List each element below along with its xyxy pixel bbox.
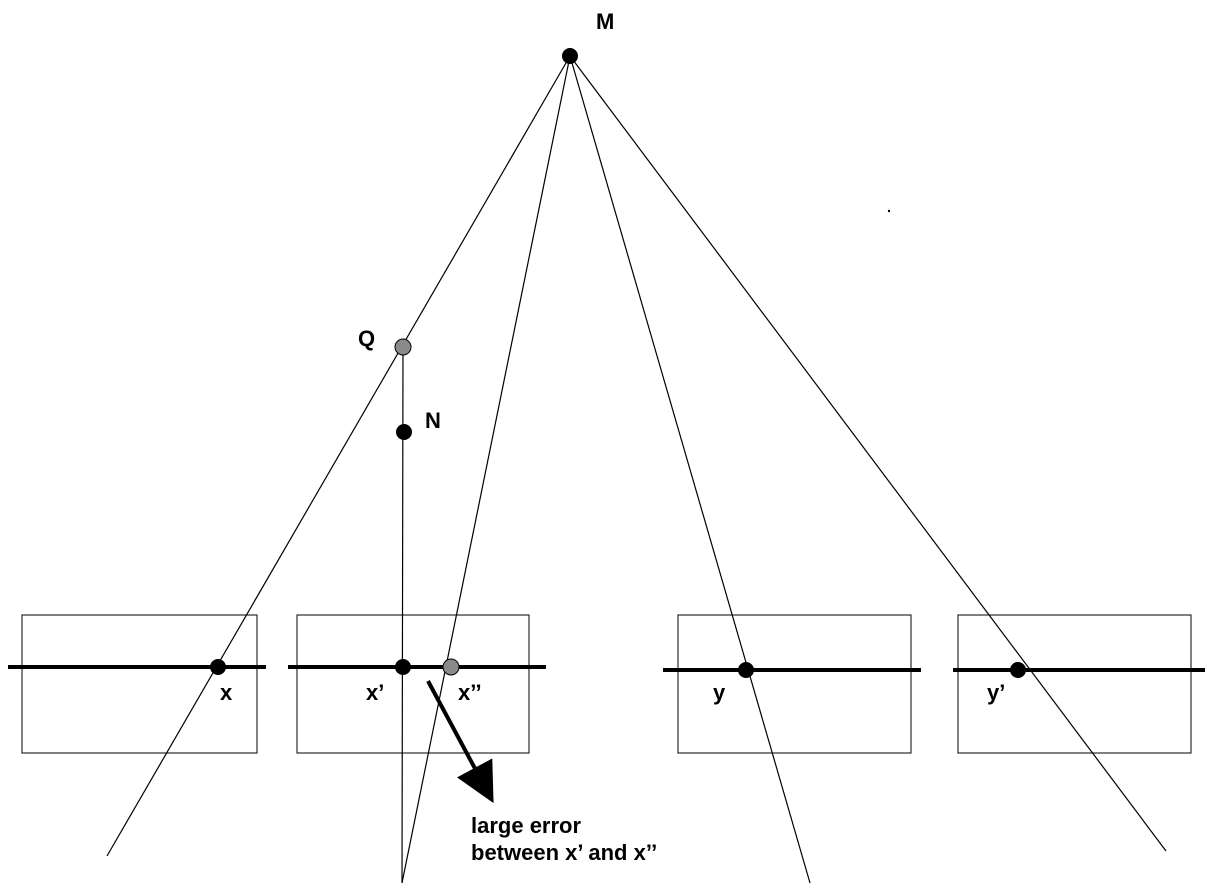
label-q: Q bbox=[358, 326, 375, 351]
ray-m-to-x-double-prime bbox=[401, 55, 571, 884]
point-n bbox=[396, 424, 412, 440]
point-m bbox=[562, 48, 578, 64]
label-y-prime: y’ bbox=[987, 680, 1005, 705]
point-y-prime bbox=[1010, 662, 1026, 678]
annotation-line-1: large error bbox=[471, 813, 581, 838]
ray-m-to-x bbox=[106, 55, 571, 857]
stray-dot bbox=[887, 209, 891, 213]
image-frame-1 bbox=[21, 614, 258, 754]
label-x-double-prime: x’’ bbox=[458, 680, 482, 705]
point-x-prime bbox=[395, 659, 411, 675]
image-frame-2 bbox=[296, 614, 530, 754]
point-x bbox=[210, 659, 226, 675]
image-frame-4 bbox=[957, 614, 1192, 754]
point-x-double-prime bbox=[442, 658, 460, 676]
label-y: y bbox=[713, 680, 726, 705]
point-y bbox=[738, 662, 754, 678]
error-arrow bbox=[426, 680, 494, 804]
point-q bbox=[394, 338, 412, 356]
annotation-line-2: between x’ and x’’ bbox=[471, 840, 657, 865]
label-x-prime: x’ bbox=[366, 680, 384, 705]
label-x: x bbox=[220, 680, 233, 705]
image-frame-3 bbox=[677, 614, 912, 754]
label-n: N bbox=[425, 408, 441, 433]
ray-m-to-y-prime bbox=[569, 55, 1167, 852]
label-m: M bbox=[596, 9, 614, 34]
ray-m-to-y bbox=[569, 55, 811, 884]
